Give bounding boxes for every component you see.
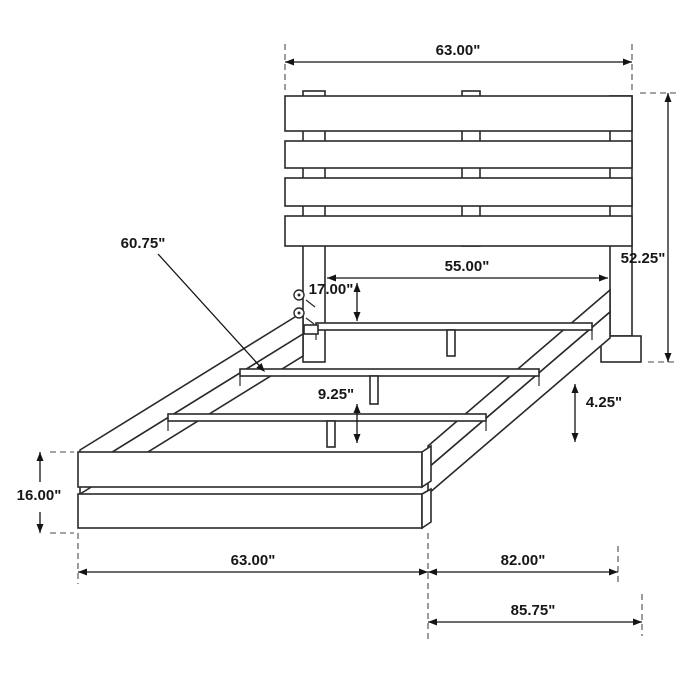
footboard-end-face-top bbox=[421, 444, 432, 489]
bracket-edge bbox=[305, 299, 316, 308]
dim-label-headboard-width: 63.00" bbox=[436, 42, 481, 59]
slat-support-foot bbox=[326, 420, 336, 448]
dim-label-headboard-to-slat: 17.00" bbox=[309, 281, 354, 298]
arrowhead-right bbox=[419, 568, 428, 576]
arrowhead-down bbox=[353, 312, 361, 321]
side-rail-right-top-face bbox=[427, 288, 611, 470]
mounting-bracket bbox=[293, 289, 319, 335]
dim-support-height: 9.25" bbox=[318, 386, 361, 443]
headboard-plank-4 bbox=[284, 215, 633, 247]
arrowhead-down bbox=[36, 524, 44, 533]
dim-label-support-height: 9.25" bbox=[318, 386, 354, 403]
headboard-plank-3 bbox=[284, 177, 633, 207]
arrowhead-up bbox=[353, 404, 361, 413]
leader-line bbox=[157, 253, 260, 367]
arrowhead-down bbox=[571, 433, 579, 442]
arrowhead-right bbox=[599, 274, 608, 282]
dim-headboard-to-slat: 17.00" bbox=[309, 281, 361, 321]
slat-rail-bar bbox=[315, 322, 593, 331]
dim-label-footboard-width: 63.00" bbox=[231, 552, 276, 569]
bracket-edge bbox=[305, 317, 315, 325]
bolt-center bbox=[297, 293, 301, 297]
dim-slat-length: 60.75" bbox=[121, 235, 265, 372]
arrowhead-left bbox=[327, 274, 336, 282]
dim-label-headboard-height: 52.25" bbox=[621, 250, 666, 267]
dim-overall-length: 85.75" bbox=[428, 602, 642, 626]
arrowhead-left bbox=[428, 618, 437, 626]
slat-support-foot bbox=[369, 375, 379, 405]
bolt-center bbox=[297, 311, 301, 315]
side-rail-left-top-face bbox=[79, 310, 304, 474]
arrowhead-right bbox=[623, 58, 632, 66]
dim-footboard-height: 16.00" bbox=[17, 451, 74, 534]
slat-rail-2 bbox=[239, 368, 540, 405]
arrowhead-up bbox=[353, 283, 361, 292]
dim-inner-width: 55.00" bbox=[327, 258, 608, 282]
bracket-plate bbox=[303, 324, 319, 335]
dim-label-footboard-height: 16.00" bbox=[17, 487, 62, 504]
side-rail-right-outer-face bbox=[427, 310, 611, 496]
slat-rail-bar bbox=[167, 413, 487, 422]
dim-headboard-height: 52.25" bbox=[621, 92, 678, 363]
arrowhead-left bbox=[285, 58, 294, 66]
headboard-plank-2 bbox=[284, 140, 633, 169]
footboard-plank-bottom bbox=[77, 493, 423, 529]
arrowhead-right bbox=[609, 568, 618, 576]
headboard-plank-1 bbox=[284, 95, 633, 132]
arrowhead-left bbox=[78, 568, 87, 576]
arrowhead-left bbox=[428, 568, 437, 576]
dim-label-inner-width: 55.00" bbox=[445, 258, 490, 275]
arrowhead-up bbox=[36, 452, 44, 461]
footboard-end-face-bottom bbox=[421, 487, 432, 530]
dim-side-rail-height: 4.25" bbox=[571, 384, 622, 442]
arrowhead-up bbox=[664, 93, 672, 102]
dim-label-side-rail-height: 4.25" bbox=[586, 394, 622, 411]
dim-headboard-width: 63.00" bbox=[284, 42, 633, 92]
dim-rail-length: 82.00" bbox=[428, 552, 618, 576]
arrowhead-down bbox=[664, 353, 672, 362]
slat-rail-bar bbox=[239, 368, 540, 377]
dim-label-rail-length: 82.00" bbox=[501, 552, 546, 569]
arrowhead-leader bbox=[256, 363, 265, 372]
arrowhead-down bbox=[353, 434, 361, 443]
dim-footboard-width: 63.00" bbox=[78, 552, 428, 576]
slat-rail-3 bbox=[167, 413, 487, 448]
slat-support-foot bbox=[446, 329, 456, 357]
arrowhead-up bbox=[571, 384, 579, 393]
dim-label-overall-length: 85.75" bbox=[511, 602, 556, 619]
dim-label-slat-length: 60.75" bbox=[121, 235, 166, 252]
bed-frame bbox=[77, 90, 642, 530]
footboard-plank-top bbox=[77, 451, 423, 488]
arrowhead-right bbox=[633, 618, 642, 626]
